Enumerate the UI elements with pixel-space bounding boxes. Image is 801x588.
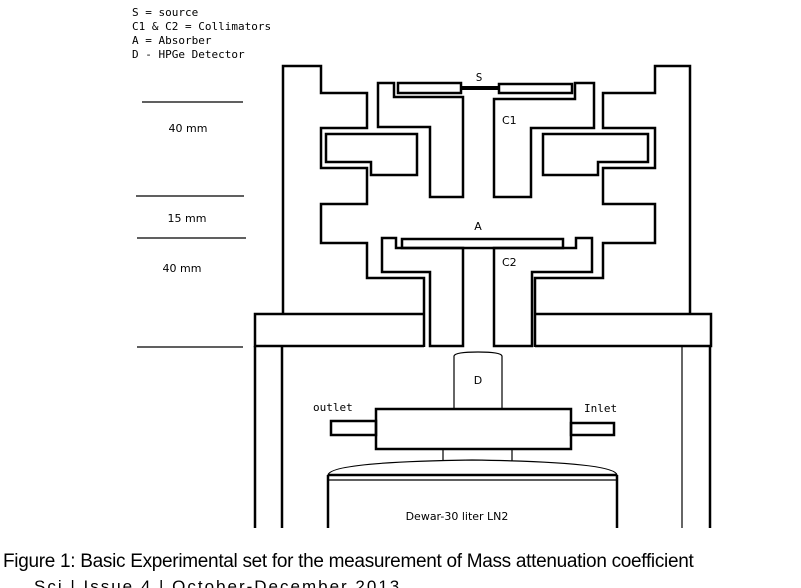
source-holder-right [497, 82, 574, 95]
c2-label: C2 [502, 256, 517, 269]
left-shield-cutout [324, 132, 419, 177]
legend-detector: D - HPGe Detector [132, 48, 245, 61]
absorber-label: A [474, 220, 482, 233]
dimension-markers: 40 mm 15 mm 40 mm [136, 101, 246, 348]
outlet-pipe [329, 419, 378, 437]
collimator-c2-right [492, 236, 594, 348]
base-plate-right [535, 312, 713, 348]
figure-caption: Figure 1: Basic Experimental set for the… [3, 551, 694, 572]
outlet-label: outlet [313, 401, 353, 414]
dimension-label: 40 mm [163, 262, 202, 275]
right-shield-cutout [541, 132, 650, 177]
source-label: S [476, 71, 483, 84]
base-plate-left [253, 312, 424, 348]
cryostat [374, 407, 573, 451]
dewar-lid [327, 459, 618, 476]
source-holder-left [396, 81, 463, 95]
legend-absorber: A = Absorber [132, 34, 212, 47]
journal-footer: Sci | Issue 4 | October-December 2013 [34, 577, 402, 588]
inlet-pipe [569, 421, 616, 437]
legend-collimators: C1 & C2 = Collimators [132, 20, 271, 33]
dimension-label: 40 mm [169, 122, 208, 135]
collimator-c2-left [380, 236, 465, 348]
left-shield [281, 64, 426, 347]
hpge-detector [453, 351, 503, 409]
collimator-c1-left [376, 81, 465, 199]
legend-source: S = source [132, 6, 198, 19]
absorber [400, 237, 565, 250]
collimator-c1-right [492, 81, 596, 199]
right-shield [533, 64, 692, 347]
detector-label: D [474, 374, 482, 387]
c1-label: C1 [502, 114, 517, 127]
inlet-label: Inlet [584, 402, 617, 415]
dimension-label: 15 mm [168, 212, 207, 225]
dewar-label: Dewar-30 liter LN2 [406, 510, 509, 523]
